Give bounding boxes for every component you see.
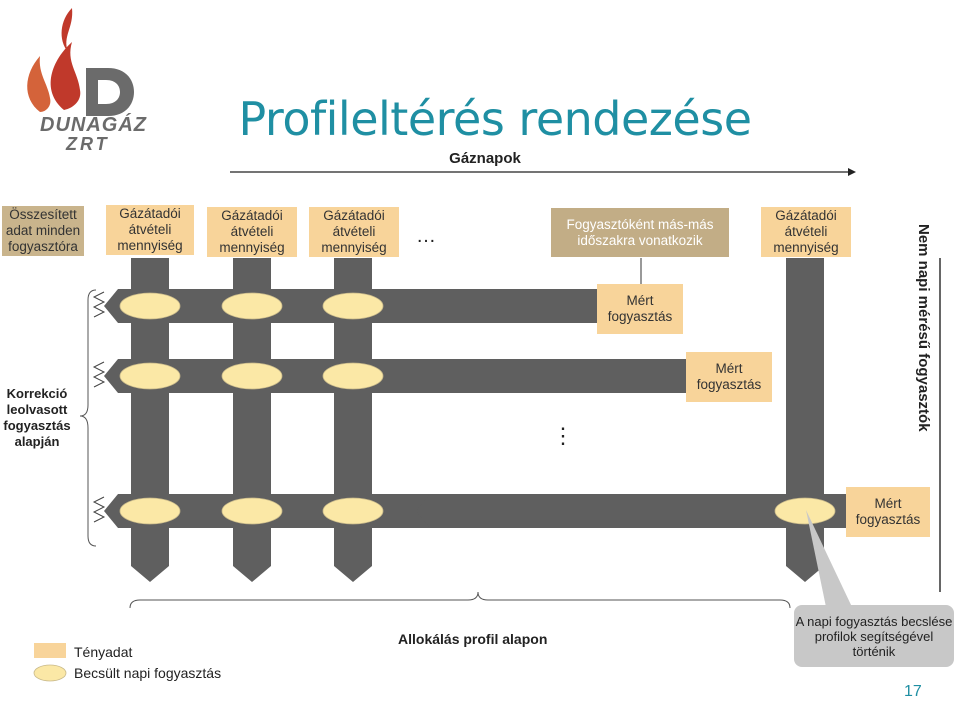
ellipsis-horizontal: … xyxy=(416,225,436,247)
header-fogyasztokent: Fogyasztóként más-más időszakra vonatkoz… xyxy=(551,208,729,257)
page-number: 17 xyxy=(904,683,922,700)
header-gazatadoi-4: Gázátadói átvételi mennyiség xyxy=(761,207,851,257)
logo-flame-2 xyxy=(27,56,51,112)
estimate-ellipse xyxy=(119,362,181,390)
timeline-label: Gáznapok xyxy=(449,150,521,167)
left-brace xyxy=(79,289,97,547)
mert-fogyasztas-box-1: Mért fogyasztás xyxy=(597,284,683,334)
estimate-ellipse xyxy=(221,292,283,320)
profile-callout: A napi fogyasztás becslése profilok segí… xyxy=(794,605,954,667)
bottom-brace xyxy=(129,591,791,609)
zigzags xyxy=(92,291,106,523)
zigzag xyxy=(92,496,106,523)
horizontal-arrow-4 xyxy=(416,494,850,528)
horizontal-arrows xyxy=(104,289,850,528)
zigzag xyxy=(92,361,106,388)
estimate-ellipse xyxy=(119,497,181,525)
logo-text-top: DUNAGÁZ xyxy=(40,114,147,136)
logo-flame-3 xyxy=(61,8,73,52)
logo-text-bottom: ZRT xyxy=(66,134,110,154)
mert-fogyasztas-box-3: Mért fogyasztás xyxy=(846,487,930,537)
page-title: Profileltérés rendezése xyxy=(238,92,752,146)
estimate-ellipse xyxy=(774,497,836,525)
mert-fogyasztas-box-2: Mért fogyasztás xyxy=(686,352,772,402)
estimate-ellipse xyxy=(221,362,283,390)
timeline-arrowhead xyxy=(848,168,856,176)
header-osszesitett: Összesített adat minden fogyasztóra xyxy=(2,206,84,256)
nem-napi-label: Nem napi mérésű fogyasztók xyxy=(915,224,932,432)
logo-flame-1 xyxy=(50,42,81,110)
logo-d-letter xyxy=(86,68,134,116)
ellipsis-vertical: ⋮ xyxy=(552,423,574,448)
estimate-ellipse xyxy=(322,292,384,320)
header-gazatadoi-3: Gázátadói átvételi mennyiség xyxy=(309,207,399,257)
estimate-ellipse xyxy=(322,497,384,525)
header-gazatadoi-2: Gázátadói átvételi mennyiség xyxy=(207,207,297,257)
company-logo xyxy=(27,8,134,116)
allokalas-label: Allokálás profil alapon xyxy=(398,631,548,647)
estimate-ellipse xyxy=(119,292,181,320)
ellipses xyxy=(119,292,836,525)
legend-tenyadat-label: Tényadat xyxy=(74,644,133,660)
vertical-arrow-4 xyxy=(786,258,824,582)
legend-becsult-label: Becsült napi fogyasztás xyxy=(74,665,222,681)
legend-becsult-swatch xyxy=(33,664,67,682)
estimate-ellipse xyxy=(322,362,384,390)
header-gazatadoi-1: Gázátadói átvételi mennyiség xyxy=(106,205,194,255)
horizontal-arrow-2 xyxy=(104,359,690,393)
korrekcio-label: Korrekció leolvasott fogyasztás alapján xyxy=(3,386,71,449)
estimate-ellipse xyxy=(221,497,283,525)
zigzag xyxy=(92,291,106,318)
legend-tenyadat-swatch xyxy=(34,643,66,658)
bubble-pointer xyxy=(806,510,852,607)
